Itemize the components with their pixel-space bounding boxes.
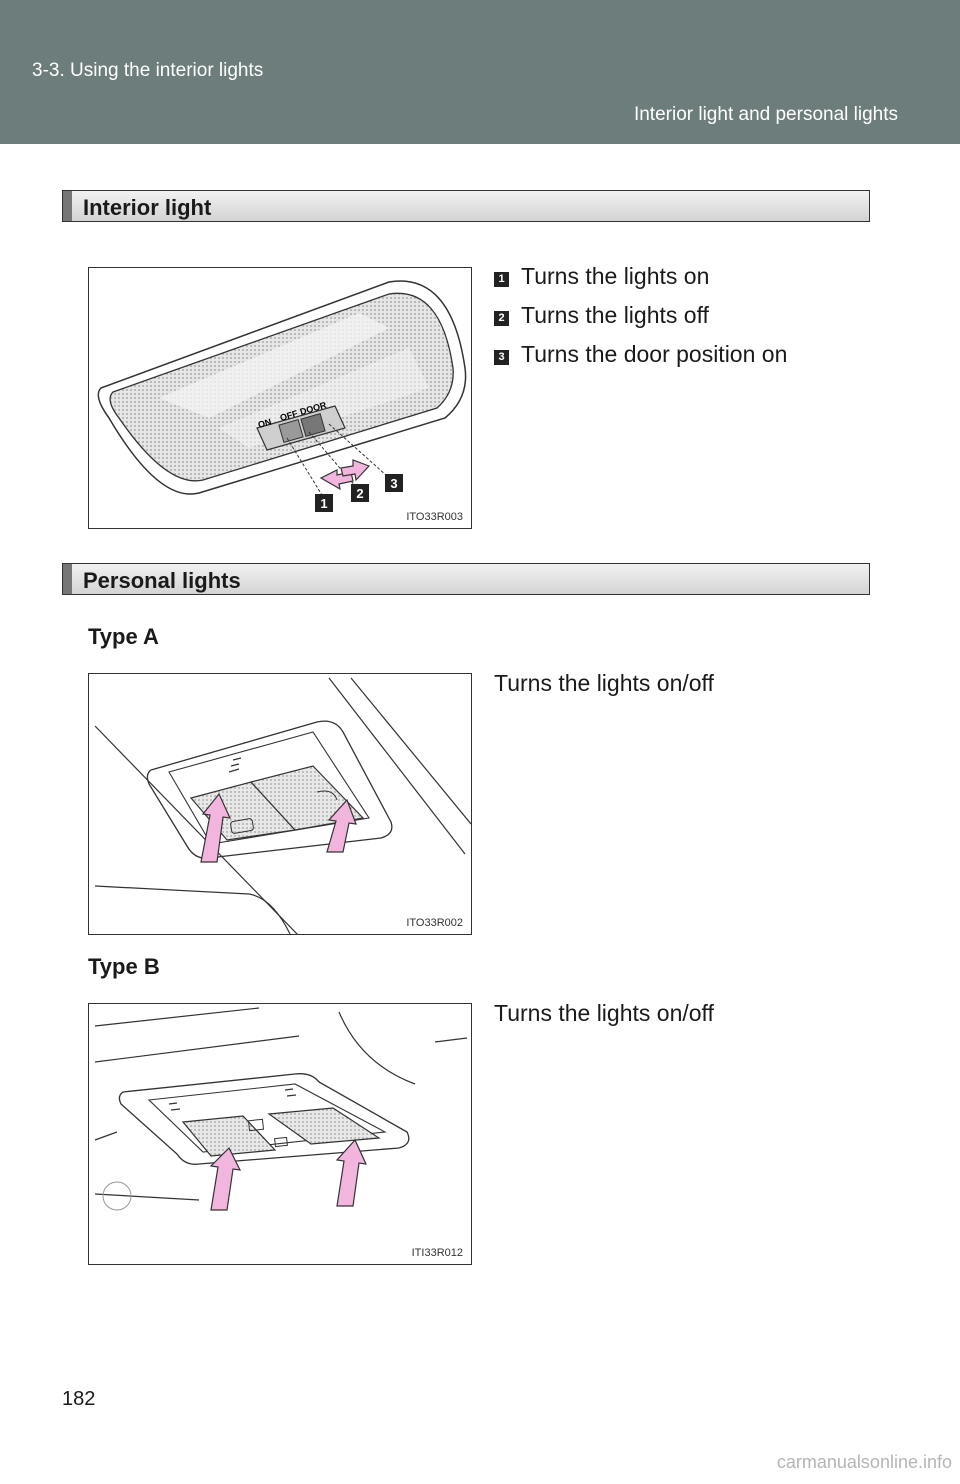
step-number-2: 2 [494, 311, 509, 326]
type-a-illustration [94, 677, 471, 934]
interior-light-figure: ON OFF DOOR 1 2 3 ITO33R003 [88, 267, 472, 529]
figure-code: ITO33R003 [406, 511, 463, 523]
step-text-2: Turns the lights off [521, 302, 709, 328]
interior-light-illustration: ON OFF DOOR 1 2 3 [97, 280, 467, 512]
arrow-right-icon [340, 459, 371, 482]
type-b-label: Type B [88, 954, 160, 979]
page-number: 182 [62, 1388, 96, 1410]
arrow-up-right-icon [335, 1138, 368, 1207]
callout-1-box [315, 494, 333, 512]
interior-step-3: 3 Turns the door position on [494, 341, 787, 368]
interior-light-heading: Interior light [62, 190, 870, 222]
step-number-3: 3 [494, 350, 509, 365]
personal-lights-title: Personal lights [83, 568, 241, 593]
chapter-title: 3-3. Using the interior lights [32, 60, 264, 81]
arrow-up-left-icon [200, 792, 232, 863]
interior-step-2: 2 Turns the lights off [494, 302, 709, 329]
page-header: 3-3. Using the interior lights Interior … [0, 0, 960, 144]
callout-2-box [351, 484, 369, 502]
callout-1: 1 [320, 496, 327, 511]
arrow-up-left-icon [209, 1146, 242, 1211]
figure-code: ITO33R002 [406, 917, 463, 929]
step-text-1: Turns the lights on [521, 263, 710, 289]
switch-label-on: ON [257, 417, 273, 430]
personal-lights-heading: Personal lights [62, 563, 870, 595]
figure-code: ITI33R012 [411, 1247, 463, 1259]
section-subtitle: Interior light and personal lights [633, 104, 898, 125]
type-a-label: Type A [88, 624, 159, 649]
callout-3: 3 [390, 476, 397, 491]
interior-step-1: 1 Turns the lights on [494, 263, 709, 290]
type-b-figure: ITI33R012 [88, 1003, 472, 1265]
switch-label-off: OFF [279, 408, 300, 423]
type-a-description: Turns the lights on/off [494, 670, 714, 696]
arrow-up-right-icon [326, 798, 357, 853]
step-text-3: Turns the door position on [521, 341, 788, 367]
step-number-1: 1 [494, 272, 509, 287]
interior-light-title: Interior light [83, 195, 212, 220]
watermark: carmanualsonline.info [776, 1452, 952, 1472]
type-a-figure: ITO33R002 [88, 673, 472, 935]
callout-2: 2 [356, 486, 363, 501]
type-b-description: Turns the lights on/off [494, 1000, 714, 1026]
type-b-illustration [94, 1007, 468, 1211]
callout-3-box [385, 474, 403, 492]
